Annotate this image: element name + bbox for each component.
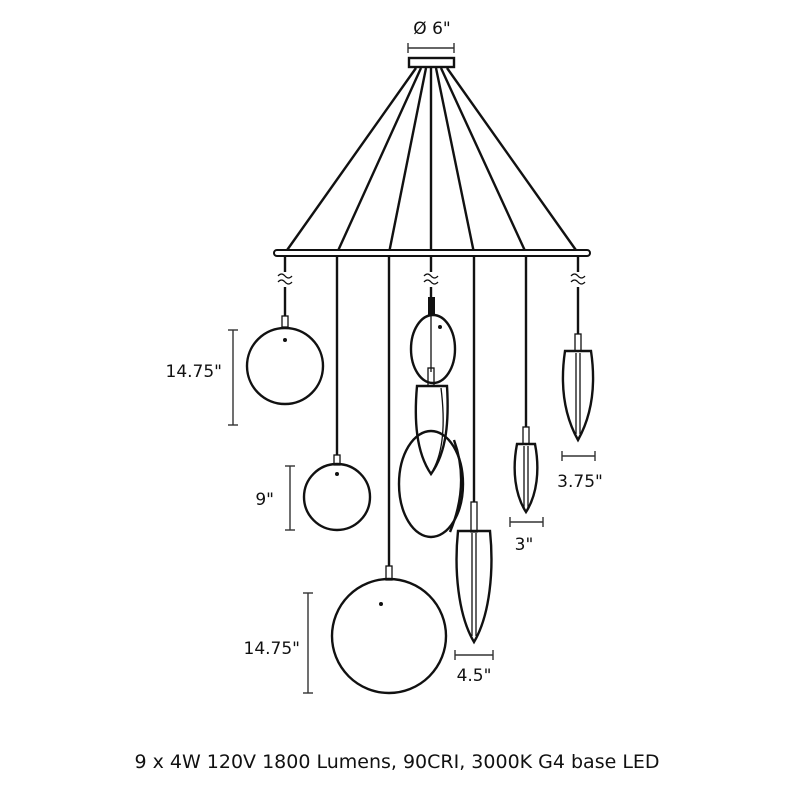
dimension-label: 9" bbox=[255, 490, 274, 510]
center-leaf-cluster bbox=[397, 297, 465, 539]
support-bar bbox=[273, 249, 591, 257]
leaf-pendant-large: 4.5" bbox=[454, 501, 494, 686]
cord-break-symbols bbox=[277, 273, 586, 285]
globe-pendant-lower: 14.75" bbox=[244, 565, 448, 695]
dimension-label: 3" bbox=[515, 535, 534, 555]
suspension-cables bbox=[284, 67, 579, 254]
dimension-label: 3.75" bbox=[557, 472, 603, 492]
leaf-pendant-small: 3" bbox=[509, 426, 544, 555]
canopy: Ø 6" bbox=[407, 19, 456, 69]
dimension-label: 14.75" bbox=[166, 362, 223, 382]
dimension-label: 14.75" bbox=[244, 639, 301, 659]
pendant-cords bbox=[283, 256, 580, 566]
dimension-label: 4.5" bbox=[457, 666, 492, 686]
spec-caption: 9 x 4W 120V 1800 Lumens, 90CRI, 3000K G4… bbox=[134, 751, 659, 773]
globe-pendant-upper: 14.75" bbox=[166, 315, 325, 426]
globe-pendant-small: 9" bbox=[255, 454, 372, 532]
leaf-pendant-medium: 3.75" bbox=[557, 333, 603, 492]
canopy-diameter-label: Ø 6" bbox=[413, 19, 450, 39]
